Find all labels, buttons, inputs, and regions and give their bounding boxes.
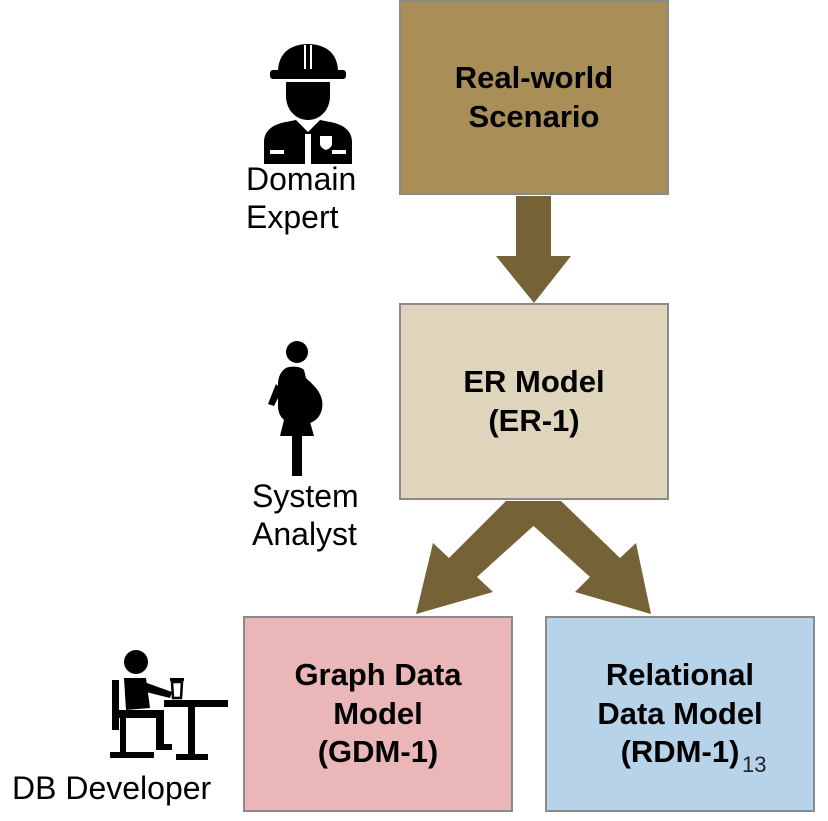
real-world-scenario-box: Real-world Scenario	[399, 0, 669, 195]
arrow-er-to-rdm	[506, 501, 651, 614]
domain-expert-label: Domain Expert	[246, 160, 356, 237]
db-developer-label: DB Developer	[12, 770, 212, 806]
system-analyst-label: System Analyst	[252, 477, 359, 554]
relational-model-line1: Relational	[605, 656, 755, 692]
domain-expert-line2: Expert	[246, 199, 339, 236]
arrow-real-to-er	[496, 196, 571, 303]
desk-worker-icon	[110, 650, 228, 760]
system-analyst-line2: Analyst	[252, 516, 357, 553]
real-world-line2: Scenario	[468, 98, 600, 134]
er-model-line2: (ER-1)	[488, 402, 580, 438]
graph-model-line1: Graph Data	[294, 656, 462, 692]
graph-model-line3: (GDM-1)	[317, 734, 439, 770]
relational-model-line2: Data Model	[597, 695, 763, 731]
graph-data-model-box: Graph Data Model (GDM-1)	[243, 616, 513, 812]
system-analyst-line1: System	[252, 478, 359, 514]
graph-model-line2: Model	[333, 695, 423, 731]
pregnant-woman-icon	[268, 341, 323, 476]
relational-model-line3: (RDM-1)	[620, 734, 740, 770]
er-model-box: ER Model (ER-1)	[399, 303, 669, 500]
firefighter-icon	[264, 44, 352, 164]
domain-expert-line1: Domain	[246, 161, 357, 197]
er-model-line1: ER Model	[463, 363, 605, 399]
page-number: 13	[742, 752, 767, 777]
arrow-er-to-gdm	[416, 501, 561, 614]
relational-data-model-box: Relational Data Model (RDM-1)	[545, 616, 815, 812]
real-world-line1: Real-world	[454, 59, 614, 95]
